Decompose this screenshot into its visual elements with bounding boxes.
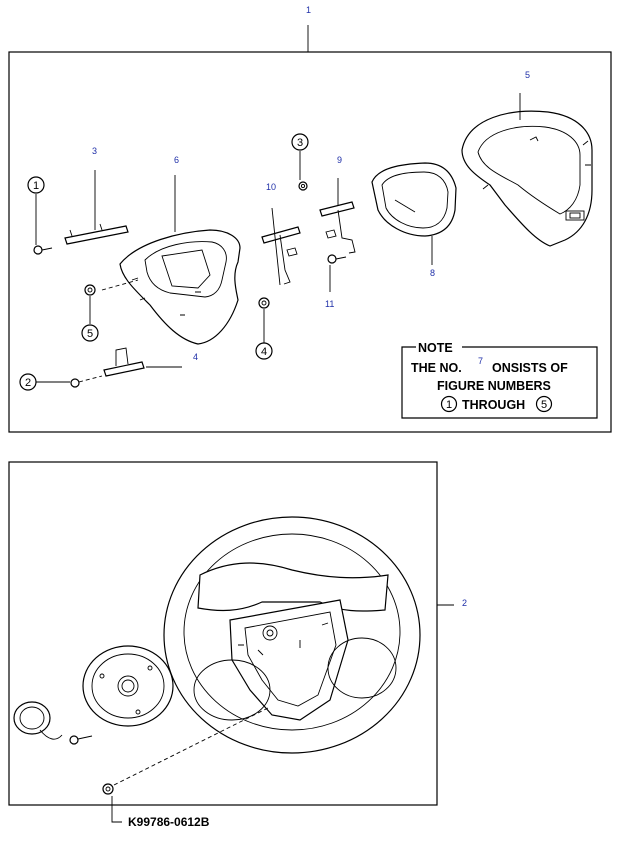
steering-wheel[interactable] bbox=[163, 516, 421, 754]
figure-2-circle bbox=[19, 373, 37, 391]
note-from-number: 1 bbox=[446, 399, 452, 411]
figure-2[interactable]: 2 bbox=[25, 377, 31, 389]
figure-3[interactable]: 3 bbox=[297, 137, 303, 149]
note-title: NOTE bbox=[418, 341, 453, 355]
callout-9[interactable]: 9 bbox=[337, 155, 342, 165]
horn-plate[interactable] bbox=[82, 645, 174, 727]
steering-wheel-frame bbox=[8, 461, 438, 806]
figure-5-circle bbox=[81, 324, 99, 342]
note-through: THROUGH bbox=[462, 398, 525, 412]
leader-10 bbox=[271, 207, 281, 286]
figure-5[interactable]: 5 bbox=[87, 328, 93, 340]
callout-7[interactable]: 7 bbox=[478, 356, 483, 366]
figure-4[interactable]: 4 bbox=[261, 346, 267, 358]
callout-10[interactable]: 10 bbox=[266, 182, 276, 192]
note-line1-left: THE NO. bbox=[411, 361, 462, 375]
screw-1[interactable] bbox=[33, 245, 53, 255]
figure-4-circle bbox=[255, 342, 273, 360]
note-line1-right: ONSISTS OF bbox=[492, 361, 568, 375]
bracket-3[interactable] bbox=[64, 223, 129, 245]
clip-bracket-4[interactable] bbox=[103, 347, 145, 377]
assembly-dash-wheel bbox=[113, 707, 269, 786]
note-box: NOTE THE NO. 7 ONSISTS OF FIGURE NUMBERS… bbox=[401, 341, 598, 419]
bracket-10[interactable] bbox=[261, 226, 301, 285]
callout-5[interactable]: 5 bbox=[525, 70, 530, 80]
callout-8[interactable]: 8 bbox=[430, 268, 435, 278]
part-code[interactable]: K99786-0612B bbox=[128, 815, 210, 829]
note-to-circle bbox=[535, 395, 553, 413]
airbag-assembly-frame bbox=[8, 51, 612, 433]
screw-2[interactable] bbox=[70, 375, 103, 388]
inner-bracket[interactable] bbox=[119, 229, 241, 345]
figure-1-circle bbox=[27, 176, 45, 194]
callout-3[interactable]: 3 bbox=[92, 146, 97, 156]
figure-3-circle bbox=[291, 133, 309, 151]
callout-1[interactable]: 1 bbox=[306, 5, 311, 15]
bracket-9[interactable] bbox=[319, 201, 356, 254]
nut-5[interactable] bbox=[84, 284, 96, 296]
lower-bolt[interactable] bbox=[102, 783, 114, 795]
figure-1[interactable]: 1 bbox=[33, 180, 39, 192]
screw-wheel[interactable] bbox=[69, 735, 93, 745]
note-line2: FIGURE NUMBERS bbox=[437, 379, 551, 393]
nut-3[interactable] bbox=[298, 181, 308, 191]
callout-2[interactable]: 2 bbox=[462, 598, 467, 608]
callout-6[interactable]: 6 bbox=[174, 155, 179, 165]
assembly-dash-5 bbox=[101, 279, 139, 291]
contact-ring[interactable] bbox=[13, 701, 63, 740]
note-to-number: 5 bbox=[541, 399, 547, 411]
callout-11[interactable]: 11 bbox=[325, 299, 334, 309]
cover-ring[interactable] bbox=[371, 162, 457, 237]
leader-part-code bbox=[111, 796, 122, 823]
nut-4[interactable] bbox=[258, 297, 270, 309]
airbag-cover[interactable] bbox=[461, 110, 593, 247]
callout-4[interactable]: 4 bbox=[193, 352, 198, 362]
note-from-circle bbox=[440, 395, 458, 413]
screw-11[interactable] bbox=[327, 254, 347, 264]
